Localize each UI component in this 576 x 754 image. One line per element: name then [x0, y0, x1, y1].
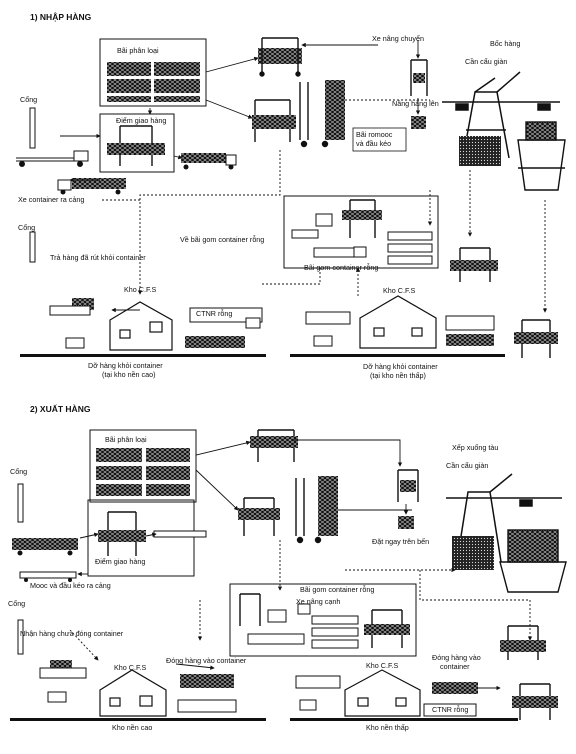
label-delivery-point-export: Điểm giao hàng: [95, 557, 146, 566]
label-pack-right-2: container: [440, 662, 470, 671]
label-empty-yard: Bãi gom container rỗng: [304, 263, 379, 272]
label-gate-2-export: Cổng: [8, 599, 26, 608]
label-low-floor: Kho nền thấp: [366, 723, 409, 732]
label-cfs-right: Kho C.F.S: [383, 286, 416, 295]
cfs-warehouse-low-export: [344, 669, 421, 717]
sorting-yard-box-export: [89, 429, 197, 503]
label-side-lifter: Xe nâng cạnh: [296, 597, 341, 606]
label-sorting-yard: Bãi phân loại: [117, 46, 159, 55]
label-ctnr-empty-export: CTNR rỗng: [432, 705, 469, 714]
label-delivery-point: Điểm giao hàng: [116, 116, 167, 125]
label-unload-high-2: (tại kho nền cao): [102, 370, 156, 379]
label-truck-exit: Xe container ra cảng: [18, 195, 85, 204]
label-cfs-left: Kho C.F.S: [124, 285, 157, 294]
gate-post-2: [29, 231, 36, 263]
cfs-warehouse-high: [109, 301, 173, 351]
label-place-on-dock: Đặt ngay trên bến: [372, 537, 430, 546]
label-gantry-crane-export: Cần cẩu giàn: [446, 461, 489, 470]
sorting-yard-box: [99, 38, 207, 107]
gate-post-export-2: [17, 619, 24, 655]
label-load-ship: Xếp xuống tàu: [452, 443, 499, 452]
label-gate-2: Cổng: [18, 223, 36, 232]
label-romooc-yard-1: Bãi romooc: [356, 130, 393, 139]
label-cfs-left-export: Kho C.F.S: [114, 663, 147, 672]
label-pack-left: Đóng hàng vào container: [166, 656, 247, 665]
label-lift-up: Nâng hàng lên: [392, 99, 439, 108]
delivery-point-box: [99, 113, 175, 173]
straddle-lift: [410, 59, 428, 96]
label-returned-goods: Trả hàng đã rút khỏi container: [50, 253, 146, 262]
label-to-empty-yard: Về bãi gom container rỗng: [180, 235, 265, 244]
label-straddle-carrier: Xe nâng chuyển: [372, 34, 424, 43]
romooc-yard-box: [352, 127, 407, 152]
label-gate-export: Cổng: [10, 467, 28, 476]
straddle-carrier-top: [258, 37, 302, 77]
ship-export: [499, 529, 567, 593]
label-cfs-right-export: Kho C.F.S: [366, 661, 399, 670]
label-gate: Cổng: [20, 95, 38, 104]
empty-yard-box-export: [229, 583, 417, 657]
cfs-warehouse-high-export: [99, 669, 167, 717]
truck-import-1: [16, 150, 89, 167]
label-pack-right-1: Đóng hàng vào: [432, 653, 481, 662]
delivery-point-box-export: [87, 499, 195, 577]
label-ctnr-empty: CTNR rỗng: [196, 309, 233, 318]
gate-post-export: [17, 483, 24, 523]
export-heading: 2) XUẤT HÀNG: [30, 404, 91, 414]
cfs-warehouse-low: [359, 295, 437, 349]
label-receive-goods: Nhận hàng chưa đóng container: [20, 629, 124, 638]
ship-import: [517, 121, 566, 191]
truck-import-2: [181, 153, 237, 170]
truck-exit: [57, 178, 126, 195]
gantry-crane-import: [442, 71, 560, 159]
label-unloading: Bốc hàng: [490, 39, 521, 48]
label-unload-high-1: Dỡ hàng khỏi container: [88, 361, 163, 370]
label-unload-low-1: Dỡ hàng khỏi container: [363, 362, 438, 371]
label-unload-low-2: (tại kho nền thấp): [370, 371, 426, 380]
export-section: [10, 429, 567, 721]
label-empty-yard-export: Bãi gom container rỗng: [300, 585, 375, 594]
label-gantry-crane: Cần cẩu giàn: [465, 57, 508, 66]
label-high-floor: Kho nền cao: [112, 723, 153, 732]
label-mooc-exit: Mooc và đầu kéo ra cảng: [30, 581, 111, 590]
label-romooc-yard-2: và đầu kéo: [356, 139, 392, 148]
straddle-carrier-mid: [252, 99, 296, 142]
import-section: [16, 37, 566, 358]
gantry-crane-export: [446, 473, 562, 569]
import-heading: 1) NHẬP HÀNG: [30, 12, 92, 22]
empty-yard-box: [283, 195, 439, 269]
label-sorting-yard-export: Bãi phân loại: [105, 435, 147, 444]
gate-post: [29, 107, 36, 149]
